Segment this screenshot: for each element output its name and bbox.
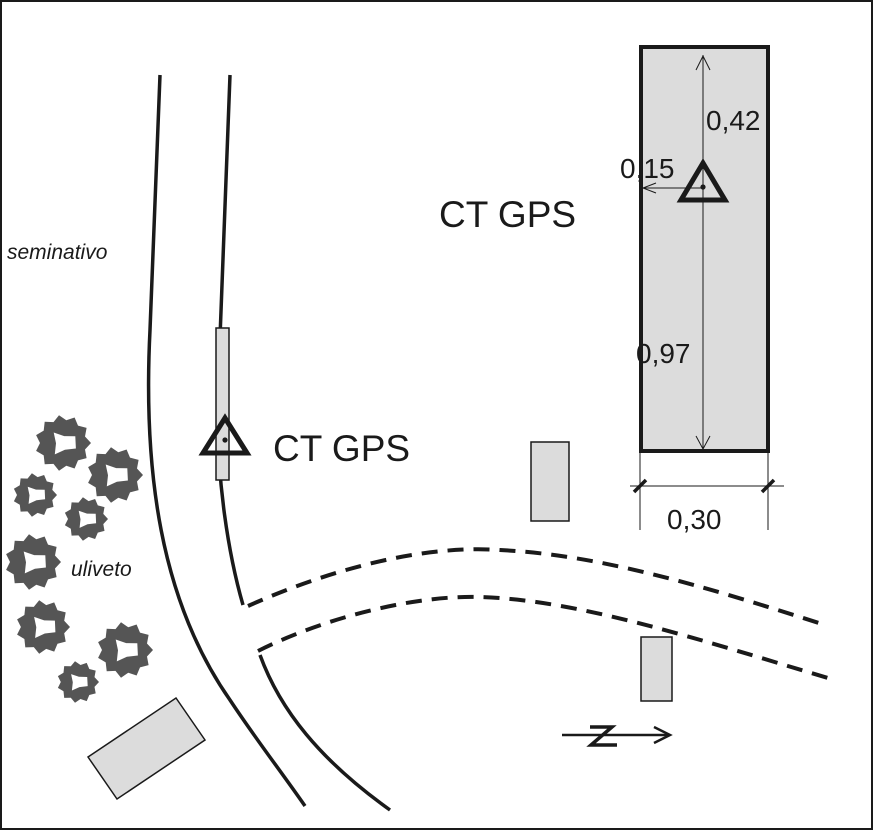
dim-side-offset: 0,15 bbox=[620, 153, 675, 184]
olive-tree-center bbox=[71, 674, 88, 691]
olive-tree-center bbox=[53, 432, 76, 455]
dim-arrow-top bbox=[695, 54, 711, 71]
north-arrow-icon bbox=[562, 725, 673, 747]
label-seminativo: seminativo bbox=[7, 241, 108, 264]
dim-width: 0,30 bbox=[667, 504, 722, 535]
dim-arrow-left bbox=[641, 182, 657, 194]
olive-tree-center bbox=[23, 551, 46, 574]
building-lower bbox=[640, 636, 673, 702]
dim-bottom-offset: 0,97 bbox=[636, 338, 691, 369]
olive-tree-center bbox=[105, 464, 128, 487]
dim-arrow-bottom bbox=[695, 435, 711, 451]
track-edge-upper bbox=[247, 547, 823, 626]
station-marker-icon bbox=[198, 413, 252, 456]
building-mid bbox=[530, 441, 570, 522]
label-uliveto: uliveto bbox=[71, 558, 132, 581]
dim-top-offset: 0,42 bbox=[706, 105, 761, 136]
dim-tick-left bbox=[632, 478, 648, 494]
olive-tree-center bbox=[78, 510, 97, 528]
olive-tree-center bbox=[34, 616, 56, 638]
dim-tick-right bbox=[760, 478, 776, 494]
track-edge-lower bbox=[257, 594, 829, 680]
road-edge-left bbox=[146, 74, 307, 807]
olive-tree-center bbox=[27, 486, 46, 504]
olive-tree-center bbox=[115, 639, 138, 662]
label-station-detail: CT GPS bbox=[439, 194, 576, 235]
olive-grove bbox=[6, 415, 153, 703]
label-station-map: CT GPS bbox=[273, 428, 410, 469]
road-edge-right-lower bbox=[258, 654, 392, 812]
building-roadside bbox=[215, 327, 230, 481]
station-marker-detail-icon bbox=[676, 158, 730, 203]
detail-pillar bbox=[639, 45, 770, 453]
building-angled bbox=[86, 696, 207, 801]
